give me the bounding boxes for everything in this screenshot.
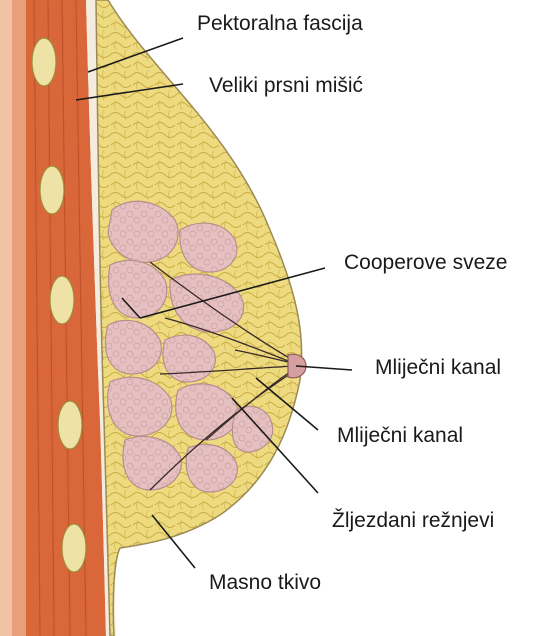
- label-pectoralis-major: Veliki prsni mišić: [209, 75, 363, 96]
- label-glandular-lobes: Žljezdani režnjevi: [332, 510, 494, 531]
- label-milk-duct-1: Mliječni kanal: [375, 357, 501, 378]
- label-pectoral-fascia: Pektoralna fascija: [197, 13, 363, 34]
- label-fat-tissue: Masno tkivo: [209, 572, 321, 593]
- chest-wall-edge: [0, 0, 12, 636]
- label-cooper-ligaments: Cooperove sveze: [344, 252, 507, 273]
- label-milk-duct-2: Mliječni kanal: [337, 425, 463, 446]
